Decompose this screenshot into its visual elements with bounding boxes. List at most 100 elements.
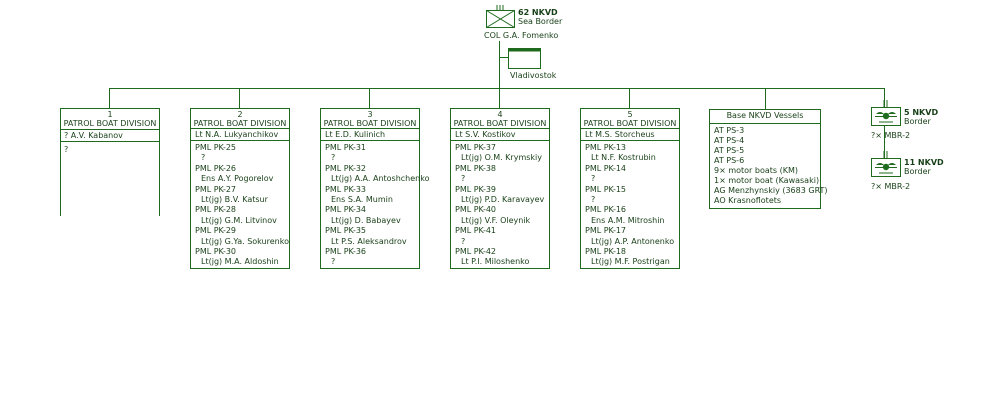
ship-entry: PML PK-28 [195, 205, 237, 215]
seaplane-unit-icon [871, 151, 901, 177]
ship-commander: Ens A.Y. Pogorelov [201, 174, 274, 184]
ship-entry: PML PK-14 [585, 163, 627, 173]
hq-location: Vladivostok [510, 71, 557, 80]
vessel-item: AT PS-4 [714, 136, 745, 145]
division-2-number: 2 [237, 110, 243, 119]
ship-entry: PML PK-15 [585, 184, 627, 194]
division-3-box: 3 PATROL BOAT DIVISION Lt E.D. Kulinich … [320, 108, 430, 269]
location-flag-icon [508, 48, 541, 69]
division-4-commander: Lt S.V. Kostikov [451, 129, 549, 141]
vessel-item: AG Menzhynskiy (3683 GRT) [714, 186, 828, 195]
drop-line-div2 [239, 88, 240, 108]
drop-line-div5 [629, 88, 630, 108]
division-1-box: 1 PATROL BOAT DIVISION ? A.V. Kabanov ? [60, 108, 160, 216]
division-5-commander: Lt M.S. Storcheus [581, 129, 679, 141]
vessel-item: 1× motor boat (Kawasaki) [714, 176, 820, 185]
ship-entry: PML PK-16 [585, 205, 627, 215]
ship-entry: PML PK-39 [455, 184, 497, 194]
ship-entry: PML PK-40 [455, 205, 497, 215]
ship-entry: PML PK-13 [585, 143, 627, 152]
division-4-entries: PML PK-37 Lt(jg) O.M. Krymskiy PML PK-38… [451, 141, 549, 268]
drop-line-div4 [499, 88, 500, 108]
division-5-box: 5 PATROL BOAT DIVISION Lt M.S. Storcheus… [580, 108, 680, 269]
ship-commander: Lt(jg) A.P. Antonenko [591, 236, 675, 246]
hq-trunk-line [499, 41, 500, 89]
base-vessels-title: Base NKVD Vessels [710, 110, 820, 124]
ship-entry: PML PK-27 [195, 184, 237, 194]
ship-entry: PML PK-42 [455, 247, 497, 257]
drop-line-vessels [765, 88, 766, 109]
ship-commander: Lt(jg) A.A. Antoshchenko [331, 174, 430, 184]
ship-commander: Lt N.F. Kostrubin [591, 153, 656, 163]
location-connector [499, 57, 509, 58]
division-4-title: PATROL BOAT DIVISION [453, 119, 547, 128]
vessel-item: AT PS-6 [714, 156, 745, 165]
ship-entry: PML PK-35 [325, 226, 367, 236]
ship-entry: PML PK-38 [455, 163, 497, 173]
ship-commander: Lt(jg) G.Ya. Sokurenko [201, 236, 289, 246]
border-2-equipment: ?× MBR-2 [871, 182, 911, 191]
ship-commander: Lt(jg) P.D. Karavayev [461, 195, 545, 205]
division-1-number: 1 [107, 110, 113, 119]
ship-entry: PML PK-32 [325, 163, 367, 173]
drop-line-div3 [369, 88, 370, 108]
division-2-entries: PML PK-25 ? PML PK-26 Ens A.Y. Pogorelov… [191, 141, 289, 268]
division-4-number: 4 [497, 110, 503, 119]
ship-commander: Ens A.M. Mitroshin [591, 215, 665, 225]
ship-commander: Lt(jg) B.V. Katsur [201, 195, 268, 205]
border-2-name-line1: 11 NKVD [904, 158, 944, 167]
border-1-name-line1: 5 NKVD [904, 108, 939, 117]
division-1-commander: ? A.V. Kabanov [64, 131, 123, 140]
ship-commander: Lt P.I. Miloshenko [461, 257, 530, 267]
border-vertical-line [884, 88, 885, 166]
ship-commander: Lt(jg) V.F. Oleynik [461, 215, 531, 225]
ship-entry: PML PK-25 [195, 143, 237, 152]
horizontal-bus-line [109, 88, 885, 89]
ship-entry: PML PK-26 [195, 163, 237, 173]
ship-commander: ? [331, 153, 336, 163]
border-1-name-line2: Border [904, 117, 931, 126]
border-2-name-line2: Border [904, 167, 931, 176]
hq-commander: COL G.A. Fomenko [484, 31, 559, 40]
ship-entry: PML PK-31 [325, 143, 367, 152]
hq-unit-symbol [486, 5, 515, 28]
vessel-item: AT PS-5 [714, 146, 745, 155]
division-1-entry: ? [64, 145, 69, 154]
ship-commander: Lt(jg) G.M. Litvinov [201, 215, 277, 225]
vessel-item: 9× motor boats (KM) [714, 166, 798, 175]
ship-entry: PML PK-34 [325, 205, 367, 215]
division-3-entries: PML PK-31 ? PML PK-32 Lt(jg) A.A. Antosh… [321, 141, 430, 268]
hq-name-line1: 62 NKVD [518, 8, 558, 17]
division-5-number: 5 [627, 110, 633, 119]
division-4-box: 4 PATROL BOAT DIVISION Lt S.V. Kostikov … [450, 108, 550, 269]
ship-commander: ? [331, 257, 336, 267]
ship-commander: ? [591, 174, 596, 184]
ship-entry: PML PK-30 [195, 247, 237, 257]
division-3-title: PATROL BOAT DIVISION [323, 119, 417, 128]
base-vessels-list: AT PS-3 AT PS-4 AT PS-5 AT PS-6 9× motor… [710, 124, 828, 206]
hq-name-line2: Sea Border [518, 17, 563, 26]
ship-entry: PML PK-33 [325, 184, 367, 194]
base-vessels-box: Base NKVD Vessels AT PS-3 AT PS-4 AT PS-… [709, 109, 828, 209]
division-2-title: PATROL BOAT DIVISION [193, 119, 287, 128]
division-3-commander: Lt E.D. Kulinich [321, 129, 419, 141]
drop-line-div1 [109, 88, 110, 108]
ship-commander: Lt(jg) M.F. Postrigan [591, 257, 670, 267]
division-2-commander: Lt N.A. Lukyanchikov [191, 129, 289, 141]
division-3-number: 3 [367, 110, 373, 119]
ship-entry: PML PK-41 [455, 226, 497, 236]
ship-entry: PML PK-29 [195, 226, 237, 236]
border-1-equipment: ?× MBR-2 [871, 131, 911, 140]
division-5-entries: PML PK-13 Lt N.F. Kostrubin PML PK-14 ? … [581, 141, 679, 268]
ship-commander: ? [201, 153, 206, 163]
division-5-title: PATROL BOAT DIVISION [583, 119, 677, 128]
ship-commander: Lt(jg) D. Babayev [331, 215, 401, 225]
ship-entry: PML PK-36 [325, 247, 367, 257]
division-2-box: 2 PATROL BOAT DIVISION Lt N.A. Lukyanchi… [190, 108, 290, 269]
ship-entry: PML PK-18 [585, 247, 627, 257]
vessel-item: AO Krasnoflotets [714, 196, 782, 205]
ship-commander: Lt(jg) O.M. Krymskiy [461, 153, 543, 163]
ship-entry: PML PK-37 [455, 143, 497, 152]
ship-commander: ? [461, 236, 466, 246]
ship-commander: Lt P.S. Aleksandrov [331, 236, 407, 246]
